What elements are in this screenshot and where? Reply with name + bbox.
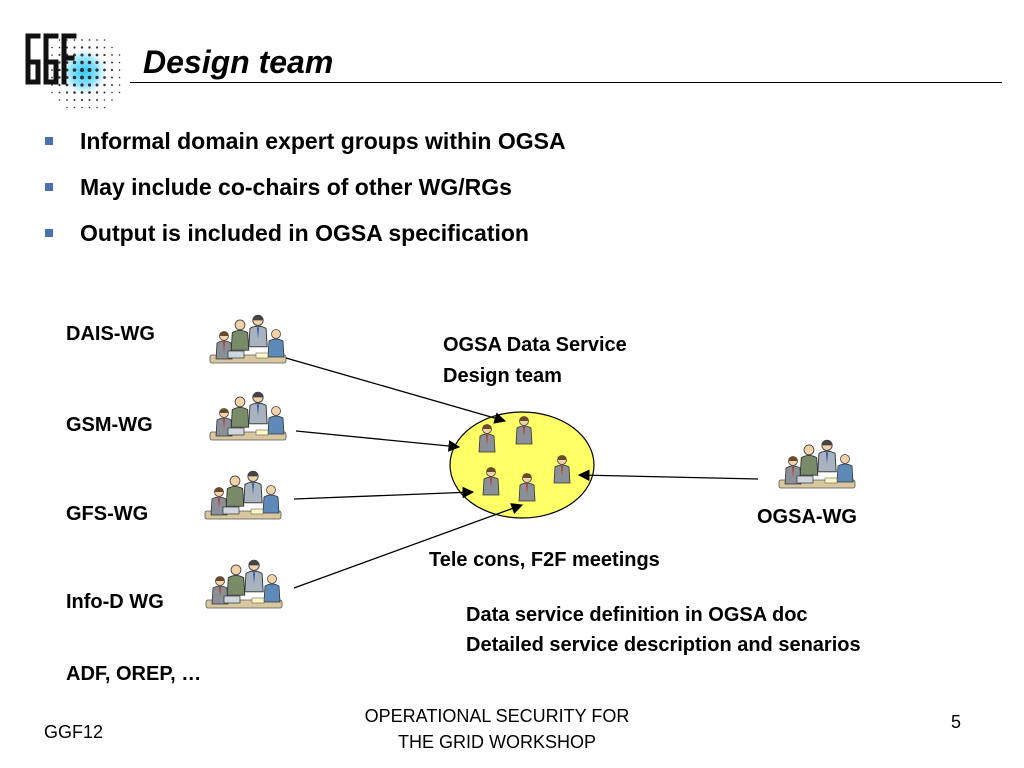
people-group-icon bbox=[779, 440, 855, 488]
team-label-line2: Design team bbox=[443, 365, 562, 387]
bullet-item: May include co-chairs of other WG/RGs bbox=[40, 168, 566, 214]
bullet-list: Informal domain expert groups within OGS… bbox=[40, 122, 566, 260]
people-group-icon bbox=[210, 392, 286, 440]
meetings-label: Tele cons, F2F meetings bbox=[429, 549, 660, 571]
output-line-2: Detailed service description and senario… bbox=[466, 634, 861, 656]
page-number: 5 bbox=[951, 712, 962, 732]
bullet-item: Output is included in OGSA specification bbox=[40, 214, 566, 260]
square-bullet-icon bbox=[45, 183, 53, 191]
bullet-item: Informal domain expert groups within OGS… bbox=[40, 122, 566, 168]
people-group-icon bbox=[206, 560, 282, 608]
group-label-dais: DAIS-WG bbox=[66, 323, 155, 345]
arrow-ogsa-wg bbox=[577, 469, 759, 482]
arrow-infod bbox=[293, 503, 524, 589]
arrow-dais bbox=[285, 357, 507, 424]
ogsa-wg-label: OGSA-WG bbox=[757, 506, 857, 528]
square-bullet-icon bbox=[45, 137, 53, 145]
footer-left: GGF12 bbox=[44, 722, 104, 742]
output-line-1: Data service definition in OGSA doc bbox=[466, 604, 808, 626]
group-label-infod: Info-D WG bbox=[66, 591, 164, 613]
footer-center: OPERATIONAL SECURITY FOR THE GRID WORKSH… bbox=[300, 703, 694, 755]
people-group-icon bbox=[210, 315, 286, 363]
ggf-logo bbox=[25, 33, 121, 109]
group-label-gsm: GSM-WG bbox=[66, 414, 153, 436]
team-label-line1: OGSA Data Service bbox=[443, 334, 627, 356]
title-divider bbox=[130, 82, 1002, 83]
arrow-gfs bbox=[293, 486, 475, 500]
slide-title: Design team bbox=[143, 44, 334, 80]
square-bullet-icon bbox=[45, 229, 53, 237]
footer-center-line1: OPERATIONAL SECURITY FOR bbox=[364, 706, 630, 726]
people-group-icon bbox=[205, 471, 281, 519]
more-groups-label: ADF, OREP, … bbox=[66, 663, 202, 685]
footer-center-line2: THE GRID WORKSHOP bbox=[397, 732, 596, 752]
arrow-gsm bbox=[295, 430, 461, 452]
group-label-gfs: GFS-WG bbox=[66, 503, 149, 525]
